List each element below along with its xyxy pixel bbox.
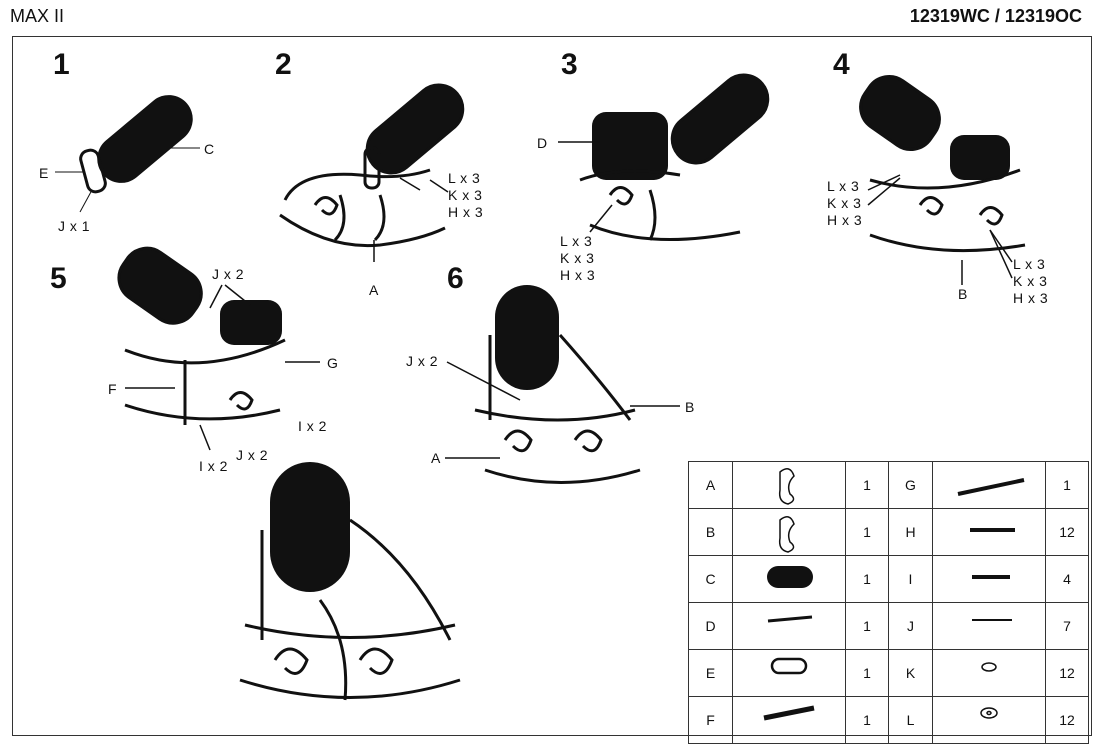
short-bolt-icon bbox=[932, 555, 1046, 603]
callout-label: J x 2 bbox=[236, 447, 269, 463]
callout-label: B bbox=[685, 399, 695, 415]
loop-bracket-icon bbox=[732, 649, 846, 697]
callout-label: K x 3 bbox=[1013, 273, 1048, 289]
part-letter: C bbox=[688, 555, 733, 603]
callout-label: H x 3 bbox=[560, 267, 596, 283]
step-number-3: 3 bbox=[561, 48, 578, 81]
table-row: C 1 I 4 bbox=[688, 555, 1089, 603]
callout-label: H x 3 bbox=[1013, 290, 1049, 306]
part-letter: G bbox=[888, 461, 933, 509]
callout-label: A bbox=[431, 450, 441, 466]
part-letter: A bbox=[688, 461, 733, 509]
part-letter: H bbox=[888, 508, 933, 556]
step-number-2: 2 bbox=[275, 48, 292, 81]
step-number-5: 5 bbox=[50, 262, 67, 295]
part-quantity: 12 bbox=[1045, 508, 1089, 556]
part-letter: I bbox=[888, 555, 933, 603]
callout-label: J x 2 bbox=[406, 353, 439, 369]
callout-label: J x 1 bbox=[58, 218, 91, 234]
callout-label: A bbox=[369, 282, 379, 298]
parts-list-table: A 1 G 1 B 1 H 12 C 1 I 4 D 1 J bbox=[688, 461, 1089, 744]
model-name: MAX II bbox=[10, 6, 65, 26]
part-letter: B bbox=[688, 508, 733, 556]
step-number-4: 4 bbox=[833, 48, 850, 81]
final-chair-illustration bbox=[239, 462, 461, 701]
seat-cushion-icon bbox=[732, 555, 846, 603]
part-letter: K bbox=[888, 649, 933, 697]
part-letter: E bbox=[688, 649, 733, 697]
callout-label: C bbox=[204, 141, 215, 157]
part-quantity: 7 bbox=[1045, 602, 1089, 650]
callout-label: F bbox=[108, 381, 118, 397]
part-quantity: 12 bbox=[1045, 696, 1089, 744]
long-bolt-icon bbox=[932, 508, 1046, 556]
callout-label: H x 3 bbox=[827, 212, 863, 228]
step-number-6: 6 bbox=[447, 262, 464, 295]
back-slat-icon bbox=[732, 602, 846, 650]
part-quantity: 4 bbox=[1045, 555, 1089, 603]
callout-label: H x 3 bbox=[448, 204, 484, 220]
lock-washer-icon bbox=[932, 696, 1046, 744]
rocker-side-frame-icon bbox=[732, 508, 846, 556]
step4-illustration bbox=[859, 75, 1026, 285]
callout-label: G bbox=[327, 355, 339, 371]
callout-label: J x 2 bbox=[212, 266, 245, 282]
callout-label: D bbox=[537, 135, 548, 151]
callout-label: K x 3 bbox=[448, 187, 483, 203]
step3-illustration bbox=[558, 73, 770, 241]
table-row: A 1 G 1 bbox=[688, 461, 1089, 509]
flat-washer-icon bbox=[932, 649, 1046, 697]
part-quantity: 1 bbox=[845, 696, 889, 744]
step2-illustration bbox=[279, 83, 465, 262]
short-bar-icon bbox=[732, 696, 846, 744]
rocker-side-frame-icon bbox=[732, 461, 846, 509]
callout-label: L x 3 bbox=[1013, 256, 1046, 272]
table-row: E 1 K 12 bbox=[688, 649, 1089, 697]
long-bar-icon bbox=[932, 461, 1046, 509]
table-row: D 1 J 7 bbox=[688, 602, 1089, 650]
callout-label: L x 3 bbox=[827, 178, 860, 194]
callout-label: L x 3 bbox=[448, 170, 481, 186]
product-codes: 12319WC / 12319OC bbox=[909, 6, 1082, 26]
callout-label: I x 2 bbox=[298, 418, 327, 434]
part-quantity: 12 bbox=[1045, 649, 1089, 697]
part-letter: F bbox=[688, 696, 733, 744]
step6-illustration bbox=[445, 285, 680, 484]
part-quantity: 1 bbox=[1045, 461, 1089, 509]
part-letter: J bbox=[888, 602, 933, 650]
part-letter: L bbox=[888, 696, 933, 744]
wood-screw-icon bbox=[932, 602, 1046, 650]
callout-label: B bbox=[958, 286, 968, 302]
part-quantity: 1 bbox=[845, 602, 889, 650]
callout-label: K x 3 bbox=[560, 250, 595, 266]
instruction-frame bbox=[12, 36, 1092, 736]
callout-label: K x 3 bbox=[827, 195, 862, 211]
part-quantity: 1 bbox=[845, 508, 889, 556]
step-number-1: 1 bbox=[53, 48, 70, 81]
callout-label: L x 3 bbox=[560, 233, 593, 249]
part-quantity: 1 bbox=[845, 649, 889, 697]
part-quantity: 1 bbox=[845, 461, 889, 509]
callout-label: E bbox=[39, 165, 49, 181]
table-row: F 1 L 12 bbox=[688, 696, 1089, 744]
table-row: B 1 H 12 bbox=[688, 508, 1089, 556]
callout-label: I x 2 bbox=[199, 458, 228, 474]
step5-illustration bbox=[117, 246, 320, 451]
part-letter: D bbox=[688, 602, 733, 650]
part-quantity: 1 bbox=[845, 555, 889, 603]
step1-illustration bbox=[55, 95, 200, 213]
